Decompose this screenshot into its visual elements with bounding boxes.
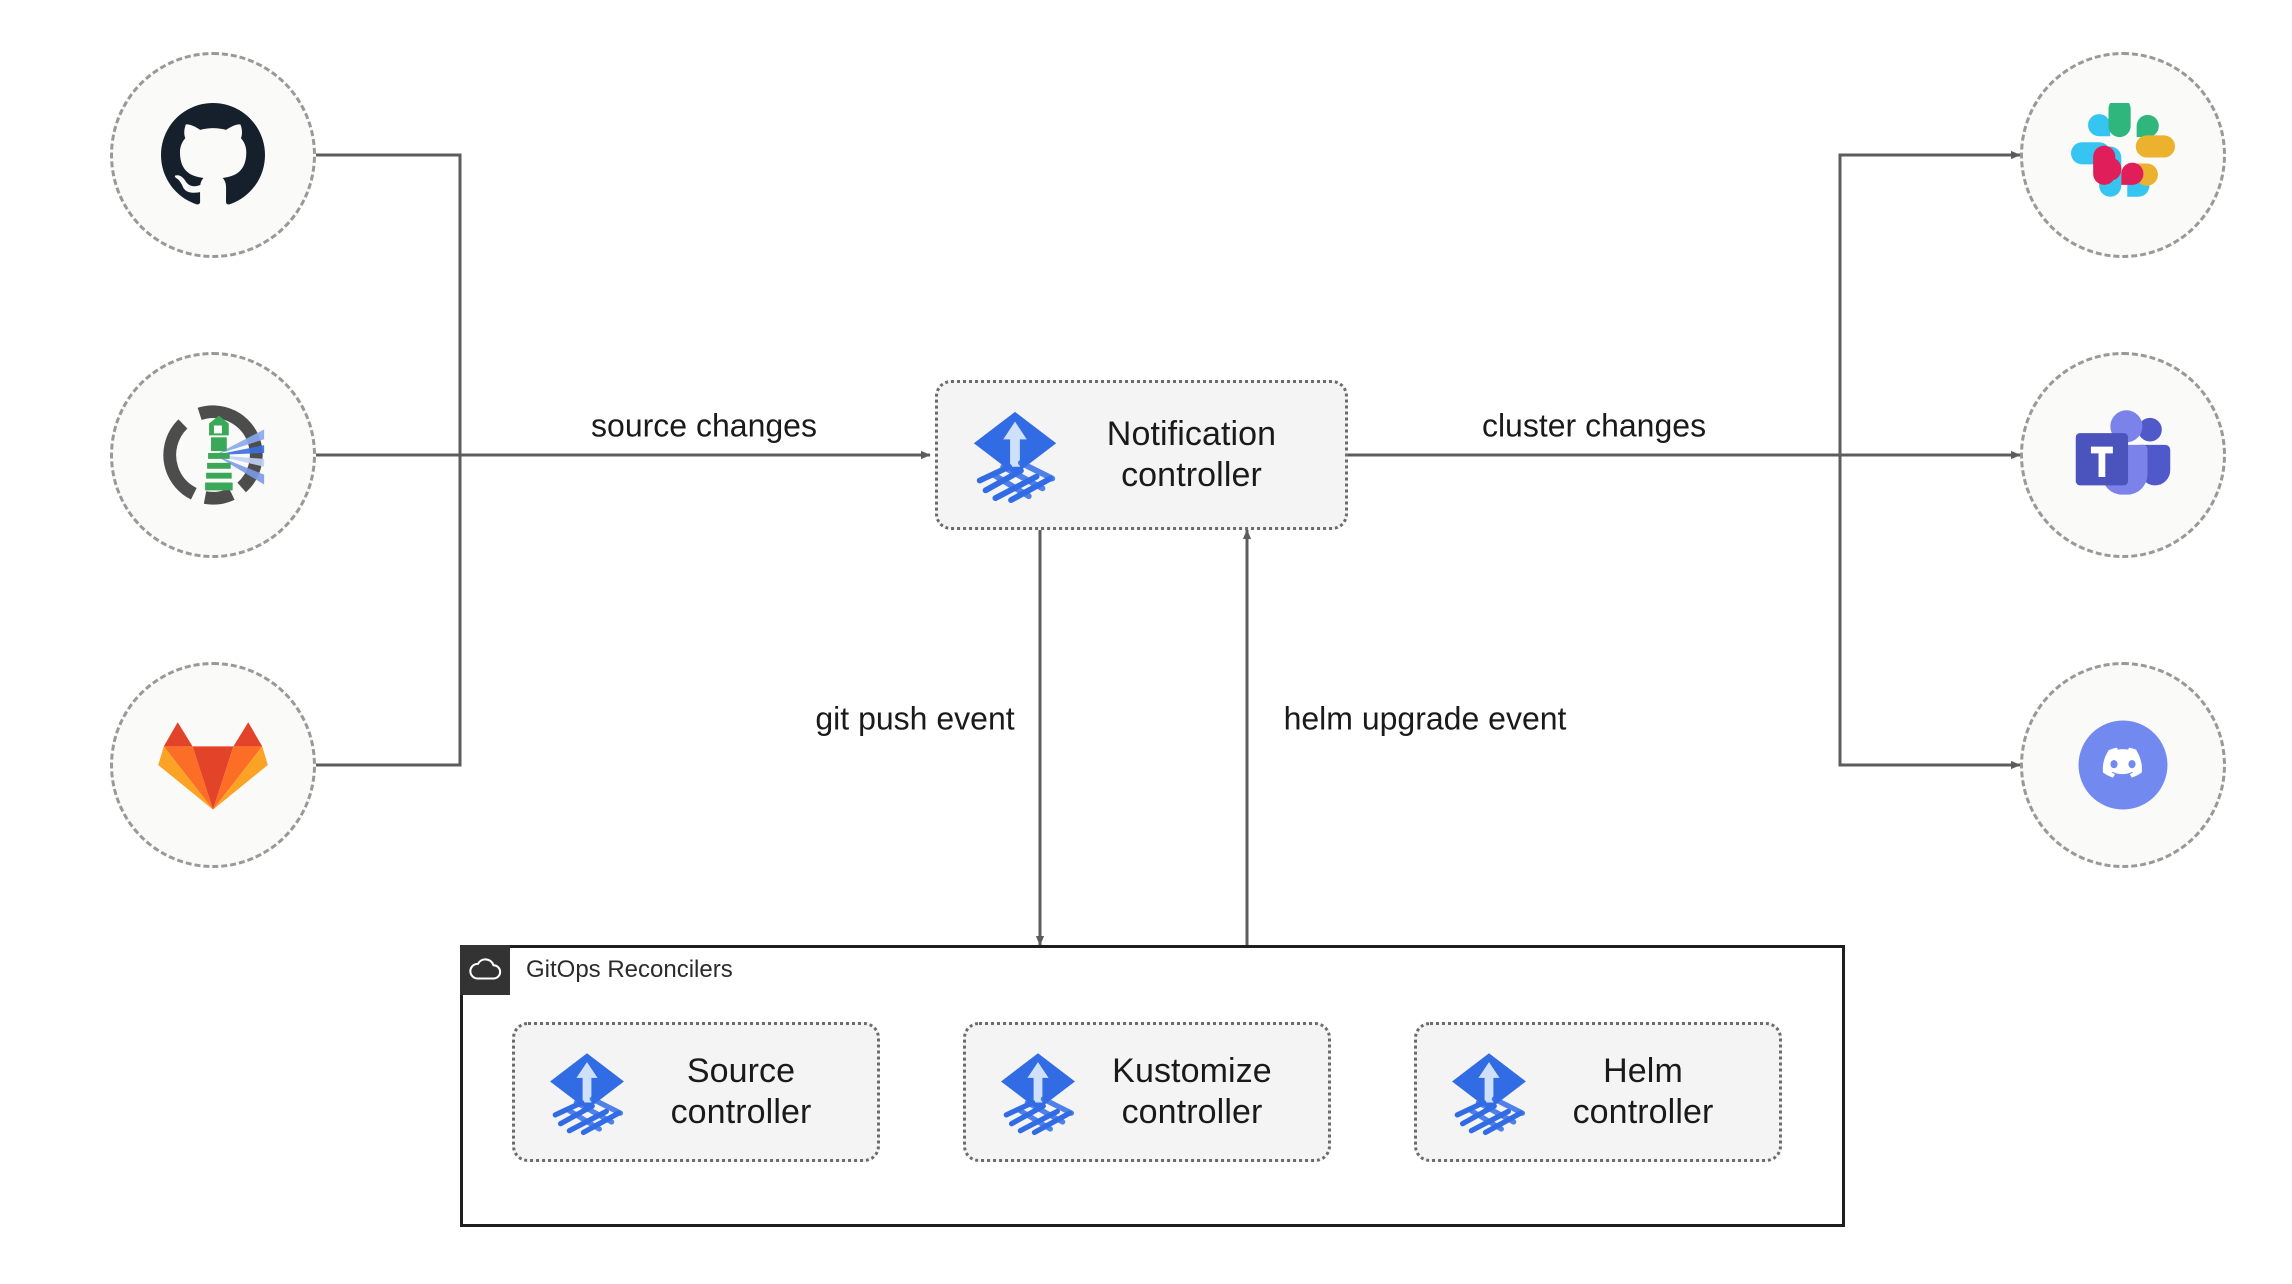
edge-label-cluster-changes: cluster changes: [1471, 405, 1717, 447]
source-controller-card[interactable]: Source controller: [512, 1022, 880, 1162]
gitops-reconcilers-title: GitOps Reconcilers: [526, 956, 733, 983]
edge-label-git-push-event: git push event: [805, 698, 1025, 740]
flux-icon: [550, 1053, 624, 1136]
cloud-icon: [469, 958, 502, 980]
gitlab-icon: [158, 722, 268, 810]
source-controller-line2: controller: [670, 1093, 812, 1131]
helm-controller-label: Helm controller: [1533, 1051, 1779, 1134]
source-controller-line1: Source: [686, 1051, 796, 1090]
helm-controller-line1: Helm: [1603, 1051, 1683, 1090]
source-node-flux-lighthouse[interactable]: [110, 352, 316, 558]
edge-bus-to-slack: [1838, 150, 2021, 455]
github-icon: [161, 103, 265, 205]
kustomize-controller-line1: Kustomize: [1112, 1051, 1272, 1090]
source-controller-label: Source controller: [631, 1051, 877, 1134]
kustomize-controller-label: Kustomize controller: [1082, 1051, 1328, 1134]
notification-controller-label: Notification controller: [1064, 414, 1345, 497]
lighthouse-icon: [163, 405, 265, 505]
destination-node-teams[interactable]: [2020, 352, 2226, 558]
source-node-gitlab[interactable]: [110, 662, 316, 868]
flux-icon: [1452, 1053, 1526, 1136]
gitops-reconcilers-header: GitOps Reconcilers: [460, 945, 733, 995]
edge-bus-to-discord: [1838, 455, 2021, 770]
edge-label-source-changes: source changes: [581, 405, 827, 447]
helm-controller-line2: controller: [1572, 1093, 1714, 1131]
microsoft-teams-icon: [2075, 410, 2171, 495]
kustomize-controller-line2: controller: [1121, 1093, 1263, 1131]
notification-controller-line2: controller: [1121, 456, 1262, 494]
flux-icon: [973, 411, 1057, 504]
notification-controller-card[interactable]: Notification controller: [935, 380, 1348, 530]
source-node-github[interactable]: [110, 52, 316, 258]
discord-icon: [2078, 720, 2168, 810]
destination-node-slack[interactable]: [2020, 52, 2226, 258]
slack-icon: [2071, 103, 2175, 197]
notification-controller-line1: Notification: [1106, 414, 1277, 453]
helm-controller-card[interactable]: Helm controller: [1414, 1022, 1782, 1162]
destination-node-discord[interactable]: [2020, 662, 2226, 868]
flux-icon: [1001, 1053, 1075, 1136]
edge-label-helm-upgrade-event: helm upgrade event: [1273, 698, 1577, 740]
cloud-icon-box: [460, 945, 510, 995]
kustomize-controller-card[interactable]: Kustomize controller: [963, 1022, 1331, 1162]
